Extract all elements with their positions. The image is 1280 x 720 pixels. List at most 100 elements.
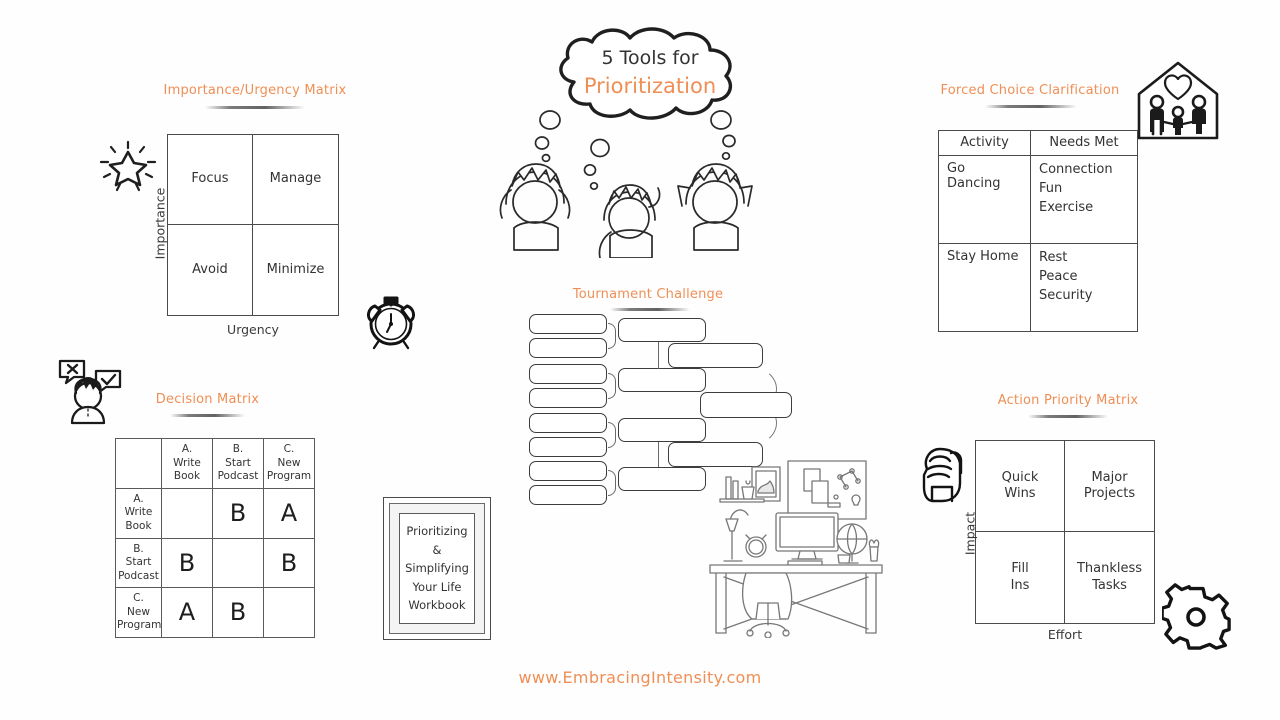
bracket-box-r3-2[interactable] (668, 442, 763, 467)
house-family-heart-icon (1133, 58, 1223, 144)
bracket-box-r2-2[interactable] (618, 368, 706, 392)
sparkle-star-icon (95, 132, 161, 198)
workbook-line-1: Prioritizing (406, 523, 468, 538)
quadrant-major-projects-label: Major Projects (1083, 469, 1136, 501)
bracket-box-r2-1[interactable] (618, 318, 706, 342)
quadrant-major-projects[interactable]: Major Projects (1065, 441, 1154, 532)
importance-urgency-title-underline (205, 106, 305, 109)
fc-needs-stay-home[interactable]: Rest Peace Security (1030, 243, 1138, 332)
alarm-clock-icon (358, 288, 424, 354)
fc-need-item: Exercise (1039, 199, 1094, 215)
importance-urgency-title: Importance/Urgency Matrix (163, 83, 347, 98)
bracket-box-r1-6[interactable] (529, 437, 607, 457)
importance-urgency-matrix[interactable]: Focus Manage Avoid Minimize (167, 134, 339, 316)
forced-choice-table[interactable]: Activity Needs Met Go Dancing Connection… (938, 130, 1138, 332)
framed-workbook-icon: Prioritizing & Simplifying Your Life Wor… (383, 497, 491, 640)
quadrant-manage[interactable]: Manage (253, 135, 338, 225)
forced-choice-title: Forced Choice Clarification (940, 83, 1120, 98)
dm-cell-c-c[interactable] (263, 587, 315, 638)
tournament-title-underline (610, 308, 690, 311)
bracket-brace-3 (608, 422, 616, 448)
quadrant-focus[interactable]: Focus (168, 135, 253, 225)
quadrant-thankless-tasks[interactable]: Thankless Tasks (1065, 532, 1154, 623)
quadrant-avoid[interactable]: Avoid (168, 225, 253, 315)
quadrant-fill-ins[interactable]: Fill Ins (976, 532, 1065, 623)
fc-need-item: Connection (1039, 162, 1113, 177)
dm-cell-b-b[interactable] (212, 537, 264, 589)
bracket-box-r3-1[interactable] (668, 343, 763, 368)
bracket-brace-1 (608, 323, 616, 349)
dm-cell-c-b[interactable]: B (212, 587, 264, 638)
workbook-line-2: & Simplifying (405, 542, 469, 576)
dm-cell-b-a[interactable]: B (161, 537, 213, 589)
bracket-brace-4 (608, 470, 616, 496)
bracket-box-r1-4[interactable] (529, 388, 607, 408)
bracket-box-r2-3[interactable] (618, 418, 706, 442)
hero-thought-bubble: 5 Tools for Prioritization (530, 24, 770, 134)
action-priority-matrix[interactable]: Quick Wins Major Projects Fill Ins Thank… (975, 440, 1155, 624)
bracket-box-r1-2[interactable] (529, 338, 607, 358)
bracket-brace-2 (608, 373, 616, 399)
bracket-arc-top (721, 366, 777, 412)
hero-title-line2: Prioritization (583, 73, 717, 98)
bracket-connector-2 (658, 442, 659, 467)
effort-axis-label: Effort (1047, 627, 1083, 642)
thought-bubble-icon (559, 27, 732, 120)
bracket-connector-1 (658, 342, 659, 369)
forced-choice-title-underline (985, 105, 1077, 108)
dm-cell-a-c[interactable]: A (263, 487, 315, 539)
decision-matrix-title-underline (170, 414, 245, 417)
bracket-box-r1-8[interactable] (529, 485, 607, 505)
fc-header-activity: Activity (938, 130, 1031, 156)
dm-cell-c-a[interactable]: A (161, 587, 213, 638)
fist-icon (918, 443, 968, 505)
table-row: Activity Needs Met (938, 130, 1138, 156)
bracket-box-r1-7[interactable] (529, 461, 607, 481)
bracket-box-r1-1[interactable] (529, 314, 607, 334)
workbook-line-3: Your Life (412, 579, 462, 594)
desk-workspace-icon (700, 443, 890, 639)
workbook-line-4: Workbook (408, 598, 466, 613)
fc-need-item: Security (1039, 287, 1093, 303)
workbook-text: Prioritizing & Simplifying Your Life Wor… (400, 522, 474, 615)
quadrant-minimize[interactable]: Minimize (266, 261, 325, 277)
bracket-box-r1-3[interactable] (529, 364, 607, 384)
footer-url[interactable]: www.EmbracingIntensity.com (518, 668, 762, 687)
dm-cell-a-a[interactable] (161, 487, 213, 539)
quadrant-quick-wins-label: Quick Wins (1001, 469, 1039, 501)
urgency-axis-label: Urgency (227, 322, 279, 337)
table-row[interactable]: Stay Home Rest Peace Security (938, 243, 1138, 332)
dm-cell-a-b[interactable]: B (212, 487, 264, 539)
quadrant-fill-ins-label: Fill Ins (1010, 561, 1030, 593)
bracket-box-final[interactable] (700, 392, 792, 418)
bracket-box-r1-5[interactable] (529, 413, 607, 433)
quadrant-quick-wins[interactable]: Quick Wins (976, 441, 1065, 532)
gear-icon (1160, 582, 1232, 652)
decision-matrix-title: Decision Matrix (155, 392, 260, 407)
fc-needs-go-dancing[interactable]: Connection Fun Exercise (1030, 155, 1138, 244)
three-thinking-people-icon (478, 108, 798, 259)
fc-activity-stay-home[interactable]: Stay Home (938, 243, 1031, 332)
tournament-bracket[interactable] (525, 308, 792, 505)
fc-activity-go-dancing[interactable]: Go Dancing (938, 155, 1031, 244)
fc-need-item: Peace (1039, 268, 1078, 284)
fc-need-item: Fun (1039, 180, 1063, 196)
dm-cell-b-c[interactable]: B (263, 537, 315, 589)
person-choice-icon (52, 355, 130, 427)
bracket-box-r2-4[interactable] (618, 467, 706, 491)
fc-header-needs: Needs Met (1030, 130, 1138, 156)
table-row[interactable]: Go Dancing Connection Fun Exercise (938, 155, 1138, 244)
fc-need-item: Rest (1039, 250, 1068, 265)
action-priority-title: Action Priority Matrix (997, 393, 1139, 408)
